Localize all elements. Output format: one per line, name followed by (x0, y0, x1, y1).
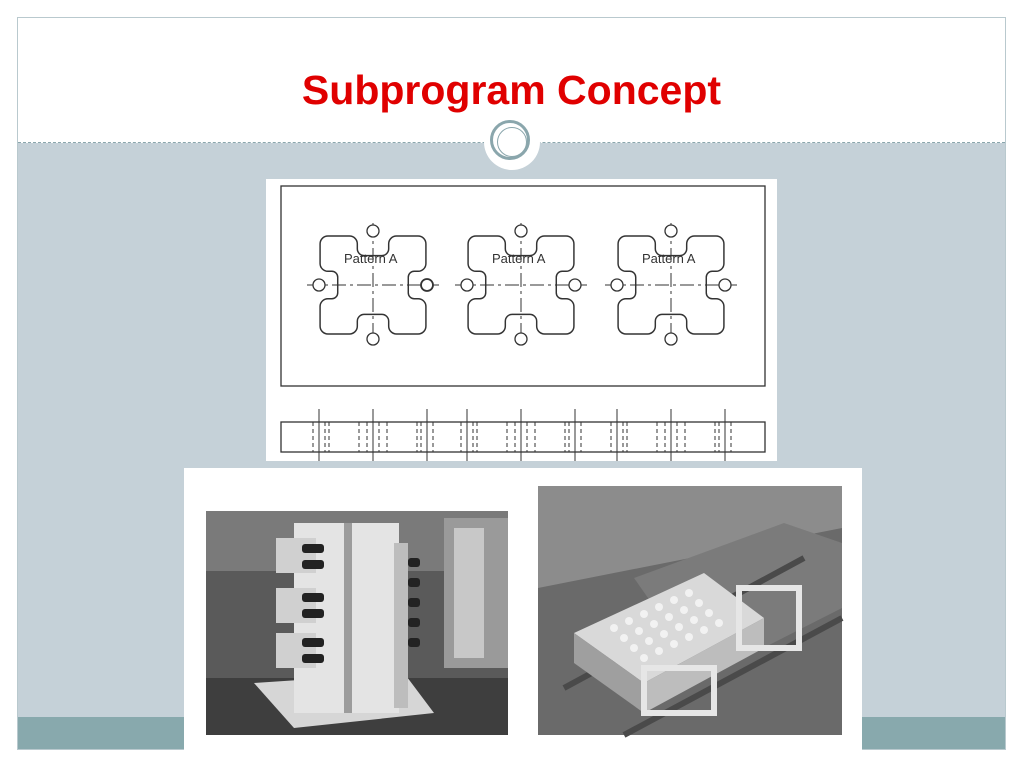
pattern-label-2: Pattern A (492, 251, 546, 266)
pattern-a-1: Pattern A (307, 223, 439, 347)
pattern-a-3: Pattern A (605, 223, 737, 347)
pattern-label-3: Pattern A (642, 251, 696, 266)
edge-view (280, 409, 766, 461)
pattern-a-2: Pattern A (455, 223, 587, 347)
fixture-photos (184, 468, 862, 750)
vise-pallet-photo (538, 486, 844, 738)
pattern-label-1: Pattern A (344, 251, 398, 266)
tombstone-fixture-photo (206, 511, 508, 735)
divider-ornament-inner-ring (497, 127, 527, 157)
slide-title: Subprogram Concept (301, 67, 722, 113)
pattern-drawing: Pattern A Pattern A Pattern A (266, 179, 777, 461)
